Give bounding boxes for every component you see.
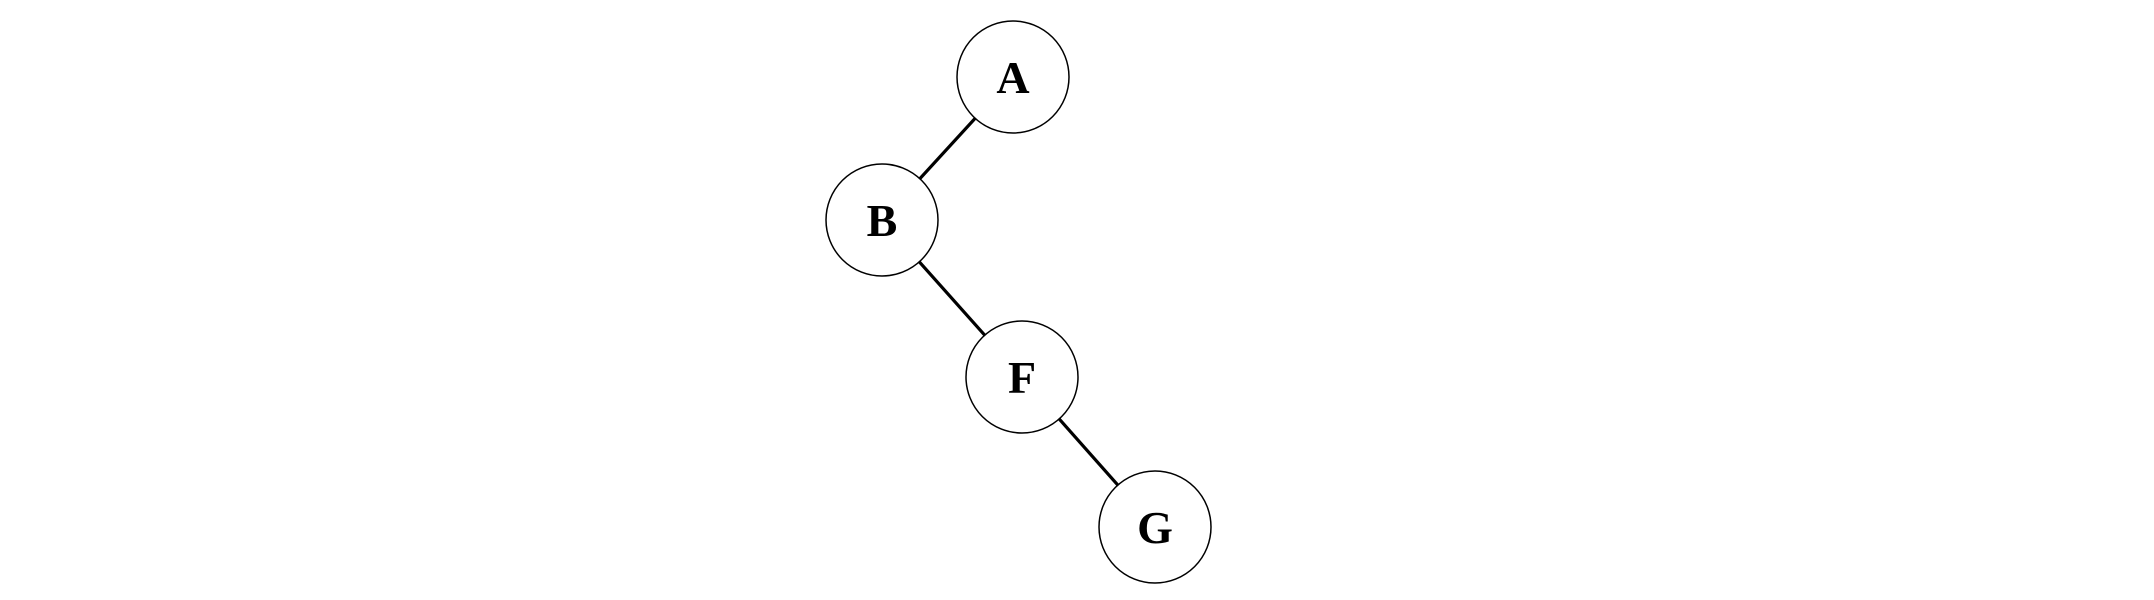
graph-node-F: F bbox=[965, 320, 1079, 434]
node-circle-F bbox=[965, 320, 1079, 434]
node-circle-B bbox=[825, 163, 939, 277]
node-circle-G bbox=[1098, 470, 1212, 584]
graph-node-A: A bbox=[956, 20, 1070, 134]
nodes: A B F G bbox=[825, 20, 1212, 584]
node-circle-A bbox=[956, 20, 1070, 134]
graph-node-B: B bbox=[825, 163, 939, 277]
edges bbox=[880, 75, 1157, 529]
node-label-G: G bbox=[1137, 502, 1173, 553]
node-label-B: B bbox=[867, 195, 898, 246]
node-label-F: F bbox=[1008, 352, 1036, 403]
node-label-A: A bbox=[996, 52, 1029, 103]
graph-node-G: G bbox=[1098, 470, 1212, 584]
